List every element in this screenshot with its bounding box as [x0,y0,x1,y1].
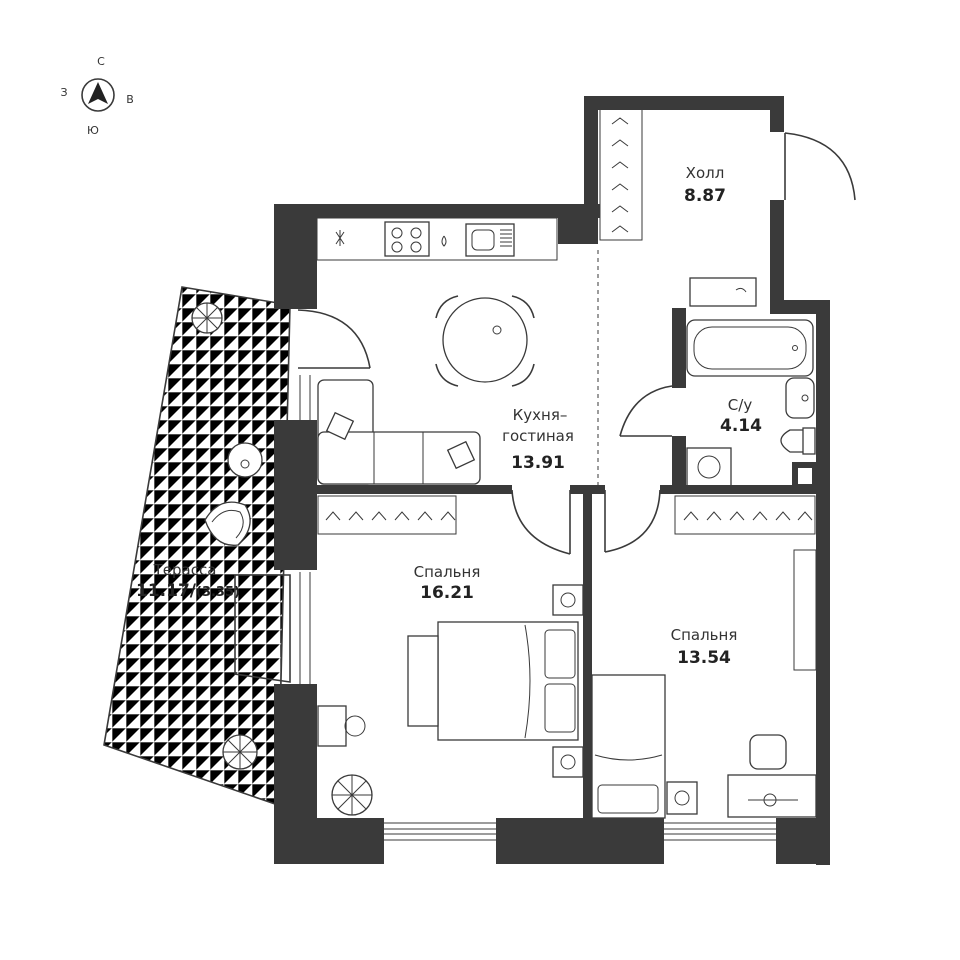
terrace-area-reduced: (3.35) [196,585,240,600]
bedroom1-name: Спальня [414,563,481,581]
compass-west: З [60,86,67,99]
bedroom2-area: 13.54 [677,648,731,668]
plant-icon [222,734,258,770]
bath-area: 4.14 [720,416,762,436]
hall-area: 8.87 [684,186,726,206]
desk-chair [317,705,347,747]
bath-name: С/у [728,396,753,414]
bathtub [686,319,814,377]
desk [727,774,817,818]
doors [234,132,856,683]
compass-ring [81,78,115,112]
single-bed [591,674,666,819]
room-labels: Холл 8.87 Кухня– гостиная 13.91 С/у 4.14… [136,164,762,668]
bedroom1-furniture [317,495,584,816]
kitchen-name-2: гостиная [502,427,574,445]
bedroom1-area: 16.21 [420,583,474,603]
terrace-area: 11.17/(3.35) [136,581,240,601]
dryer [686,447,732,487]
terrace [103,286,291,807]
compass-south: Ю [87,124,99,137]
hall-wardrobe [599,107,643,241]
interior-outlines [316,217,599,488]
walls [274,96,830,865]
bed [437,621,579,741]
terrace-name: Терасса [153,561,217,579]
bathroom-fixtures [686,319,816,487]
bedroom2-name: Спальня [671,626,738,644]
kitchen-name-1: Кухня– [513,406,568,424]
terrace-area-value: 11.17/ [136,581,197,601]
plant-icon [191,302,223,334]
compass-east: В [126,93,134,106]
sofa [317,379,481,485]
sink [785,377,815,419]
compass: С З В Ю [60,55,133,137]
washing-machine [689,277,757,307]
plant-icon [331,774,373,816]
compass-arrow-icon [88,82,108,104]
dining-table [435,295,535,387]
kitchen-area: 13.91 [511,453,565,473]
wardrobe [793,549,817,671]
compass-north: С [97,55,105,68]
hall-name: Холл [686,164,725,182]
